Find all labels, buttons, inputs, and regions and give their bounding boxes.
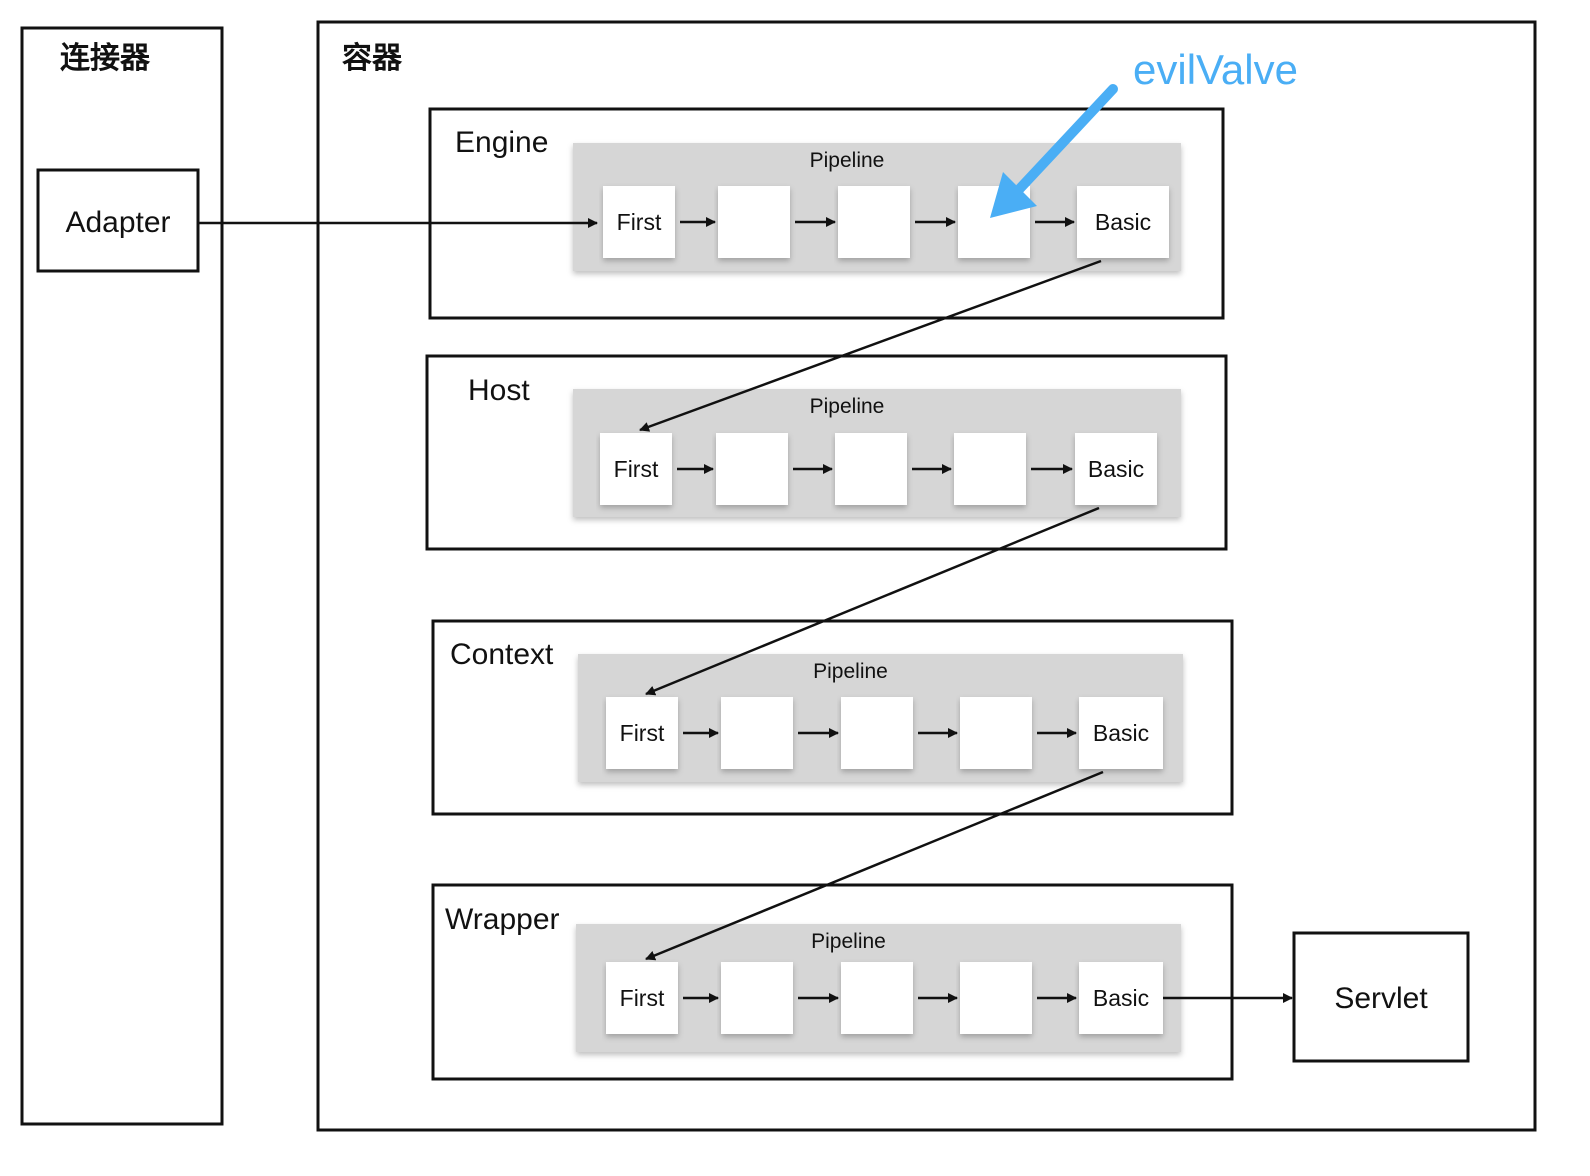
pipeline-label: Pipeline — [811, 930, 886, 953]
pipeline-label: Pipeline — [813, 660, 888, 683]
layer-title: Host — [468, 374, 530, 407]
valve-label: Basic — [1093, 720, 1149, 746]
container-title: 容器 — [342, 41, 403, 76]
basic-to-next-first-arrow — [639, 259, 1102, 432]
evil-valve-label: evilValve — [1133, 46, 1298, 93]
valve-label: First — [620, 985, 665, 1011]
valve-first — [603, 186, 675, 258]
valve-first — [606, 962, 678, 1034]
valve-basic — [1077, 186, 1169, 258]
layer-title: Engine — [455, 126, 548, 159]
valve-basic — [1079, 962, 1163, 1034]
adapter-box — [36, 168, 200, 273]
valve-first — [606, 697, 678, 769]
valve-empty — [960, 697, 1032, 769]
container-box — [316, 20, 1537, 1132]
pipeline-label: Pipeline — [810, 149, 885, 172]
valve-empty — [716, 433, 788, 505]
valve-empty — [835, 433, 907, 505]
valve-empty — [721, 697, 793, 769]
valve-empty — [838, 186, 910, 258]
valve-first — [600, 433, 672, 505]
valve-label: Basic — [1095, 209, 1151, 235]
valve-empty — [954, 433, 1026, 505]
connector-title: 连接器 — [60, 41, 151, 76]
valve-empty — [960, 962, 1032, 1034]
valve-basic — [1079, 697, 1163, 769]
valve-label: First — [620, 720, 665, 746]
adapter-label: Adapter — [65, 206, 170, 239]
valve-empty — [721, 962, 793, 1034]
basic-to-next-first-arrow — [645, 770, 1104, 961]
connector-box — [20, 26, 224, 1126]
valve-label: Basic — [1093, 985, 1149, 1011]
servlet-box — [1292, 931, 1470, 1063]
valve-empty — [718, 186, 790, 258]
valve-label: First — [617, 209, 662, 235]
evil-valve-arrow — [1007, 84, 1118, 202]
pipeline-label: Pipeline — [810, 395, 885, 418]
valve-basic — [1075, 433, 1157, 505]
servlet-label: Servlet — [1334, 982, 1428, 1015]
valve-label: First — [614, 456, 659, 482]
evil-valve-arrowhead — [990, 172, 1037, 218]
valve-empty — [841, 697, 913, 769]
valve-empty — [841, 962, 913, 1034]
valve-label: Basic — [1088, 456, 1144, 482]
layer-title: Context — [450, 638, 554, 671]
layer-title: Wrapper — [445, 903, 560, 936]
basic-to-next-first-arrow — [645, 506, 1100, 696]
